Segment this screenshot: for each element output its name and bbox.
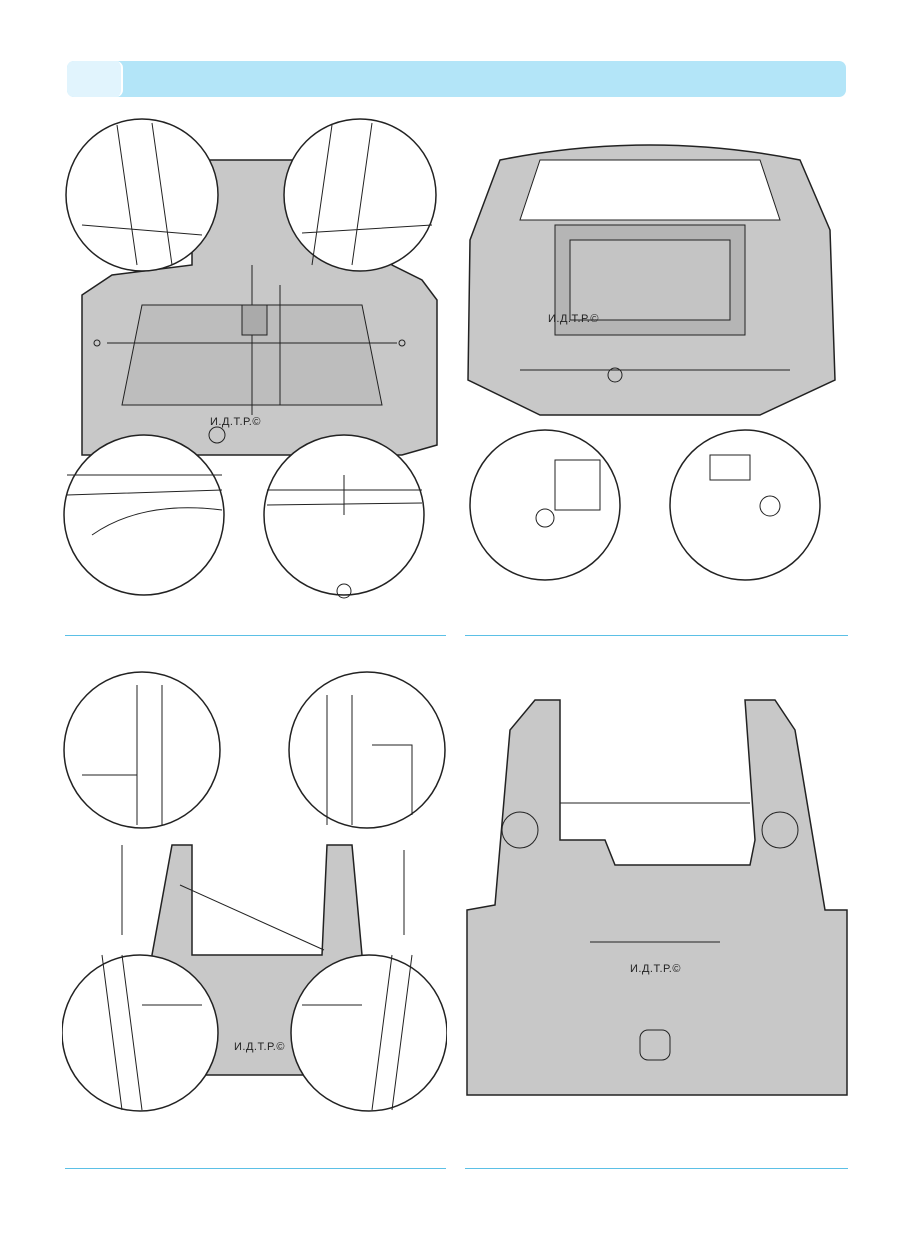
- watermark: И.Д.Т.Р.©: [210, 416, 261, 428]
- divider: [465, 635, 848, 636]
- watermark: И.Д.Т.Р.©: [630, 963, 681, 975]
- divider: [65, 635, 446, 636]
- figure-rear-body-back-view: И.Д.Т.Р.©: [467, 144, 836, 581]
- watermark: И.Д.Т.Р.©: [234, 1041, 285, 1053]
- watermark: И.Д.Т.Р.©: [548, 313, 599, 325]
- figure-rear-floor-side-members: И.Д.Т.Р.©: [62, 671, 447, 1112]
- figure-rear-floor-underbody: И.Д.Т.Р.©: [466, 699, 848, 1096]
- divider: [65, 1168, 446, 1169]
- section-header-bar: [67, 61, 846, 97]
- section-number-tab: [67, 61, 123, 97]
- divider: [465, 1168, 848, 1169]
- figure-rear-opening-top-view: И.Д.Т.Р.©: [63, 118, 438, 599]
